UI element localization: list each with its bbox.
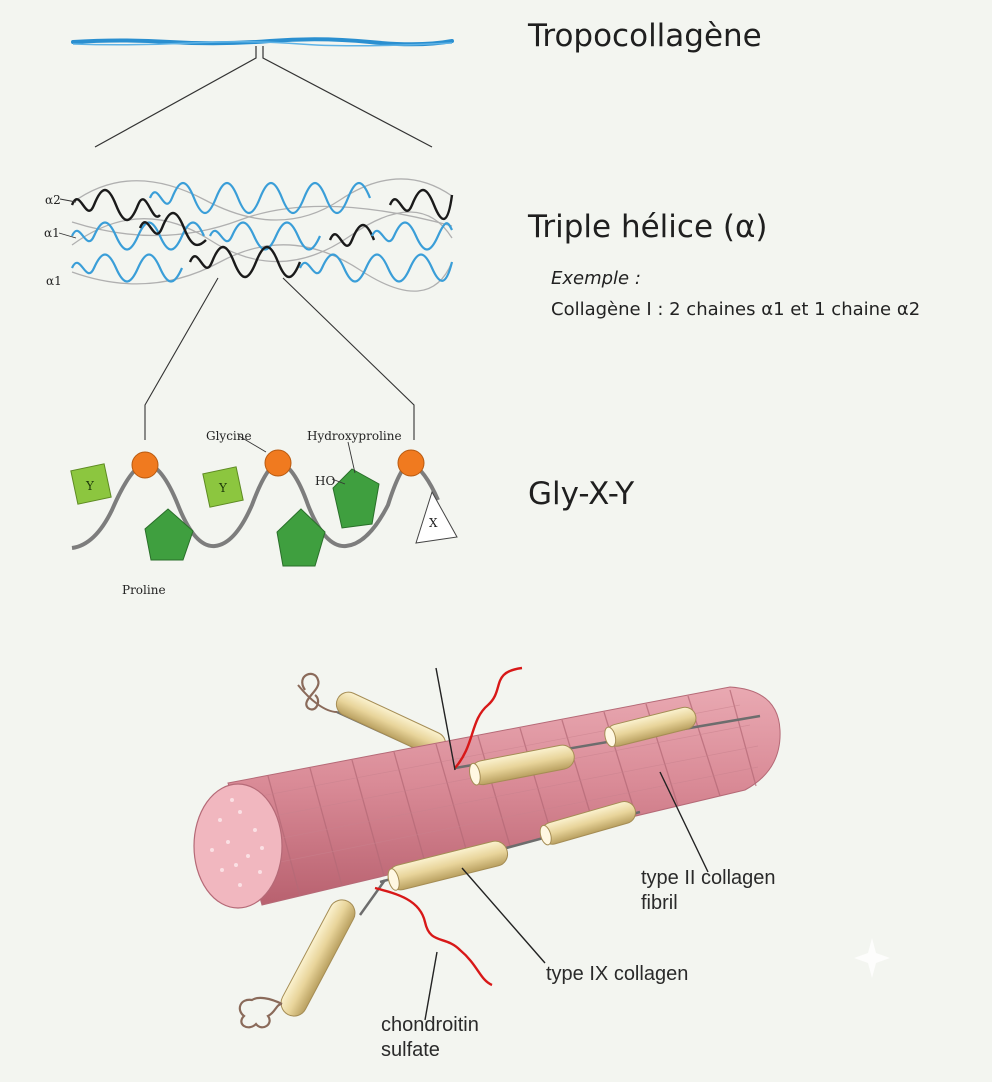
glycine-label: Glycine — [206, 429, 252, 443]
example-text: Collagène I : 2 chaines α1 et 1 chaine α… — [551, 299, 921, 320]
y-residue — [70, 463, 112, 505]
hydroxyproline-label: Hydroxyproline — [307, 429, 402, 443]
sparkle-icon — [854, 938, 890, 978]
glycine-residue — [397, 449, 425, 477]
proline-residue — [144, 508, 194, 561]
zoom-lines-middle — [144, 277, 415, 440]
chondroitin-label-line1: chondroitin — [381, 1014, 479, 1036]
y-residue-label: Y — [85, 479, 95, 493]
example-heading: Exemple : — [551, 268, 641, 289]
type2-fibril-label-line1: type II collagen — [641, 867, 776, 889]
type2-fibril-label-line2: fibril — [641, 892, 678, 914]
glycine-residue — [131, 451, 159, 479]
type2-fibril-label: type II collagen fibril — [641, 866, 776, 916]
proline-residue — [276, 508, 326, 567]
gly-x-y-title: Gly-X-Y — [528, 476, 635, 512]
type9-collagen-rods — [238, 706, 761, 1029]
chondroitin-sulfate-chains — [374, 666, 523, 987]
chain-label-alpha2: α2 — [45, 193, 61, 207]
chain-label-alpha1: α1 — [46, 274, 62, 288]
glycine-residue — [264, 449, 292, 477]
type9-collagen-label: type IX collagen — [546, 963, 689, 985]
proline-label: Proline — [122, 583, 166, 597]
chain-label-alpha1: α1 — [44, 226, 60, 240]
y-residue-label: Y — [218, 481, 228, 495]
helix-chain-leaders — [58, 198, 77, 239]
x-residue — [415, 490, 458, 544]
tropocollagen-fiber — [71, 37, 454, 47]
zoom-lines-top — [94, 46, 433, 148]
triple-helix — [70, 178, 454, 292]
chondroitin-label-line2: sulfate — [381, 1039, 440, 1061]
hydroxyproline-residue — [332, 468, 380, 529]
tropocollagen-title: Tropocollagène — [528, 18, 762, 54]
ho-label: HO — [315, 474, 335, 488]
gly-x-y-chain — [70, 435, 458, 567]
y-residue — [202, 466, 244, 508]
type2-collagen-fibril — [193, 686, 781, 909]
callout-lines — [424, 667, 709, 1021]
x-residue-label: X — [429, 516, 438, 530]
chondroitin-sulfate-label: chondroitin sulfate — [381, 1013, 479, 1063]
triple-helix-title: Triple hélice (α) — [528, 209, 768, 245]
